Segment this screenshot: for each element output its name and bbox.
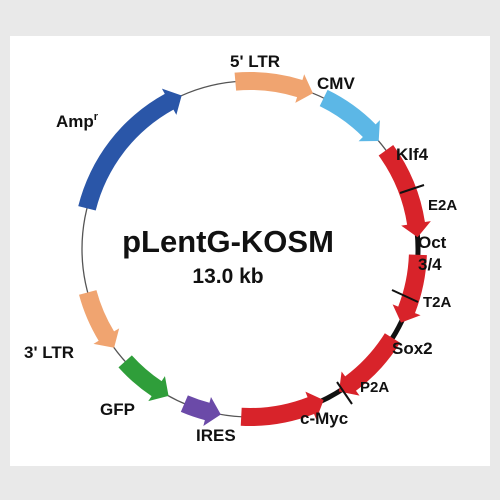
label-oct: Oct [418, 233, 447, 252]
5ltr-arrow [234, 72, 313, 103]
plasmid-name: pLentG-KOSM [122, 224, 334, 259]
cmv-arrow [319, 89, 380, 142]
label-cmyc: c-Myc [300, 409, 348, 428]
label-oct-2: 3/4 [418, 255, 442, 274]
label-ampr-main: Amp [56, 112, 94, 131]
cmyc-arrow [240, 391, 324, 426]
label-e2a: E2A [428, 197, 457, 214]
ires-arrow [180, 395, 221, 426]
sox2-arrow [339, 333, 401, 396]
label-cmv: CMV [317, 74, 355, 93]
label-5ltr: 5' LTR [230, 52, 280, 71]
oct-arrow [392, 254, 427, 323]
label-ampr-sup: r [94, 111, 99, 123]
label-gfp: GFP [100, 400, 135, 419]
label-3ltr: 3' LTR [24, 343, 74, 362]
ampr-arrow [78, 88, 182, 211]
label-sox2: Sox2 [392, 339, 433, 358]
p2a-tick [336, 381, 353, 405]
plasmid-size: 13.0 kb [192, 265, 263, 288]
label-klf4: Klf4 [396, 145, 429, 164]
label-p2a: P2A [360, 379, 389, 396]
3ltr-arrow [79, 290, 120, 348]
gfp-arrow [118, 355, 169, 402]
label-ires: IRES [196, 426, 236, 445]
diagram-panel [10, 36, 490, 466]
e2a-tick [399, 184, 425, 194]
label-ampr: Ampr [56, 111, 99, 131]
t2a-tick [391, 289, 419, 303]
label-t2a: T2A [423, 294, 452, 311]
